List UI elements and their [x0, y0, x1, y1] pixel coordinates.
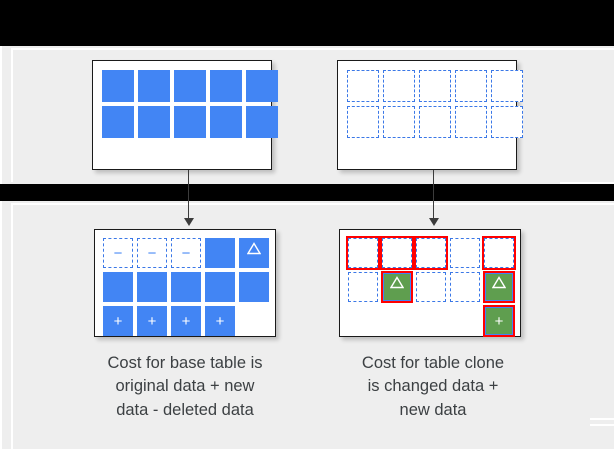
guide-line-left-inner [11, 48, 13, 182]
caption-base-table-line-1: Cost for base table is [107, 354, 263, 372]
cell-empty-slot [348, 306, 378, 336]
plus-icon: + [181, 312, 191, 330]
cell-pointer-block [455, 70, 487, 102]
cell-pointer-block [416, 272, 446, 302]
cell-pointer-block [347, 106, 379, 138]
guide-line-left-outer [0, 46, 2, 184]
cell-data-block [102, 106, 134, 138]
cell-pointer-block [383, 106, 415, 138]
cell-data-block [171, 272, 201, 302]
cell-data-block [239, 272, 269, 302]
cell-new-block: + [171, 306, 201, 336]
table-clone-card-after: + [339, 229, 521, 337]
cell-pointer-block [491, 70, 523, 102]
cell-empty-slot [450, 306, 480, 336]
cell-pointer-block [419, 106, 451, 138]
minus-icon: − [147, 244, 157, 262]
cell-deleted-block: − [103, 238, 133, 268]
cell-changed-block [381, 271, 413, 303]
cell-pointer-block [419, 70, 451, 102]
cell-data-block [138, 70, 170, 102]
minus-icon: − [113, 244, 123, 262]
cell-pointer-changed [414, 236, 448, 270]
cell-pointer-block [347, 70, 379, 102]
cell-pointer-block [450, 238, 480, 268]
cell-pointer-block [383, 70, 415, 102]
cell-data-block [103, 272, 133, 302]
cell-empty-slot [382, 306, 412, 336]
cell-data-block [174, 106, 206, 138]
caption-base-table: Cost for base table is original data + n… [74, 352, 296, 422]
arrow-table-clone-down-line [433, 170, 435, 220]
cell-pointer-changed [482, 236, 516, 270]
cell-data-block [205, 272, 235, 302]
base-table-card-initial [92, 60, 278, 170]
cell-changed-block [239, 238, 269, 268]
base-table-initial-grid [102, 70, 278, 138]
cell-deleted-block: − [137, 238, 167, 268]
cell-data-block [246, 70, 278, 102]
delta-triangle-icon [390, 276, 404, 292]
caption-base-table-line-3: data - deleted data [116, 400, 254, 419]
delta-triangle-icon [492, 276, 506, 292]
top-black-bar [0, 0, 614, 46]
caption-table-clone-line-2: is changed data + [367, 377, 499, 396]
plus-icon: + [147, 312, 157, 330]
arrow-table-clone-down-head [429, 218, 439, 226]
guide-line-left-inner-2 [11, 203, 13, 449]
guide-line-left-outer-2 [0, 201, 2, 449]
cell-data-block [210, 70, 242, 102]
caption-table-clone-line-3: new data [399, 400, 467, 419]
cell-empty-slot [416, 306, 446, 336]
cell-new-block: + [483, 305, 515, 337]
caption-table-clone: Cost for table clone is changed data + n… [326, 352, 540, 422]
cell-new-block: + [205, 306, 235, 336]
cell-pointer-block [348, 272, 378, 302]
cell-deleted-block: − [171, 238, 201, 268]
guide-line-right-1 [560, 182, 614, 184]
cell-new-block: + [137, 306, 167, 336]
caption-base-table-line-2: original data + new [115, 377, 255, 396]
guide-line-top-inner [11, 48, 614, 50]
delta-triangle-icon [247, 242, 261, 258]
guide-line-right-3 [590, 424, 614, 426]
base-table-after-grid: − − − + + [103, 238, 269, 336]
cell-data-block [102, 70, 134, 102]
table-clone-initial-grid [347, 70, 523, 138]
middle-black-bar [0, 184, 614, 201]
table-clone-after-grid: + [346, 236, 516, 337]
cell-changed-block [483, 271, 515, 303]
cell-data-block [210, 106, 242, 138]
cell-data-block [138, 106, 170, 138]
cell-pointer-block [491, 106, 523, 138]
minus-icon: − [181, 244, 191, 262]
cell-new-block: + [103, 306, 133, 336]
cell-pointer-block [450, 272, 480, 302]
cell-pointer-changed [380, 236, 414, 270]
cell-data-block [174, 70, 206, 102]
arrow-base-table-down-head [184, 218, 194, 226]
plus-icon: + [494, 312, 504, 330]
caption-table-clone-line-1: Cost for table clone [361, 354, 505, 372]
cell-data-block [137, 272, 167, 302]
cell-data-block [205, 238, 235, 268]
plus-icon: + [113, 312, 123, 330]
base-table-card-after: − − − + + [94, 229, 276, 337]
cell-data-block [246, 106, 278, 138]
cell-pointer-block [455, 106, 487, 138]
guide-line-right-2 [590, 418, 614, 420]
guide-line-top-inner-2 [11, 203, 614, 205]
cell-pointer-changed [346, 236, 380, 270]
plus-icon: + [215, 312, 225, 330]
table-clone-card-initial [337, 60, 523, 170]
cell-empty-slot [239, 306, 269, 336]
arrow-base-table-down-line [188, 170, 190, 220]
